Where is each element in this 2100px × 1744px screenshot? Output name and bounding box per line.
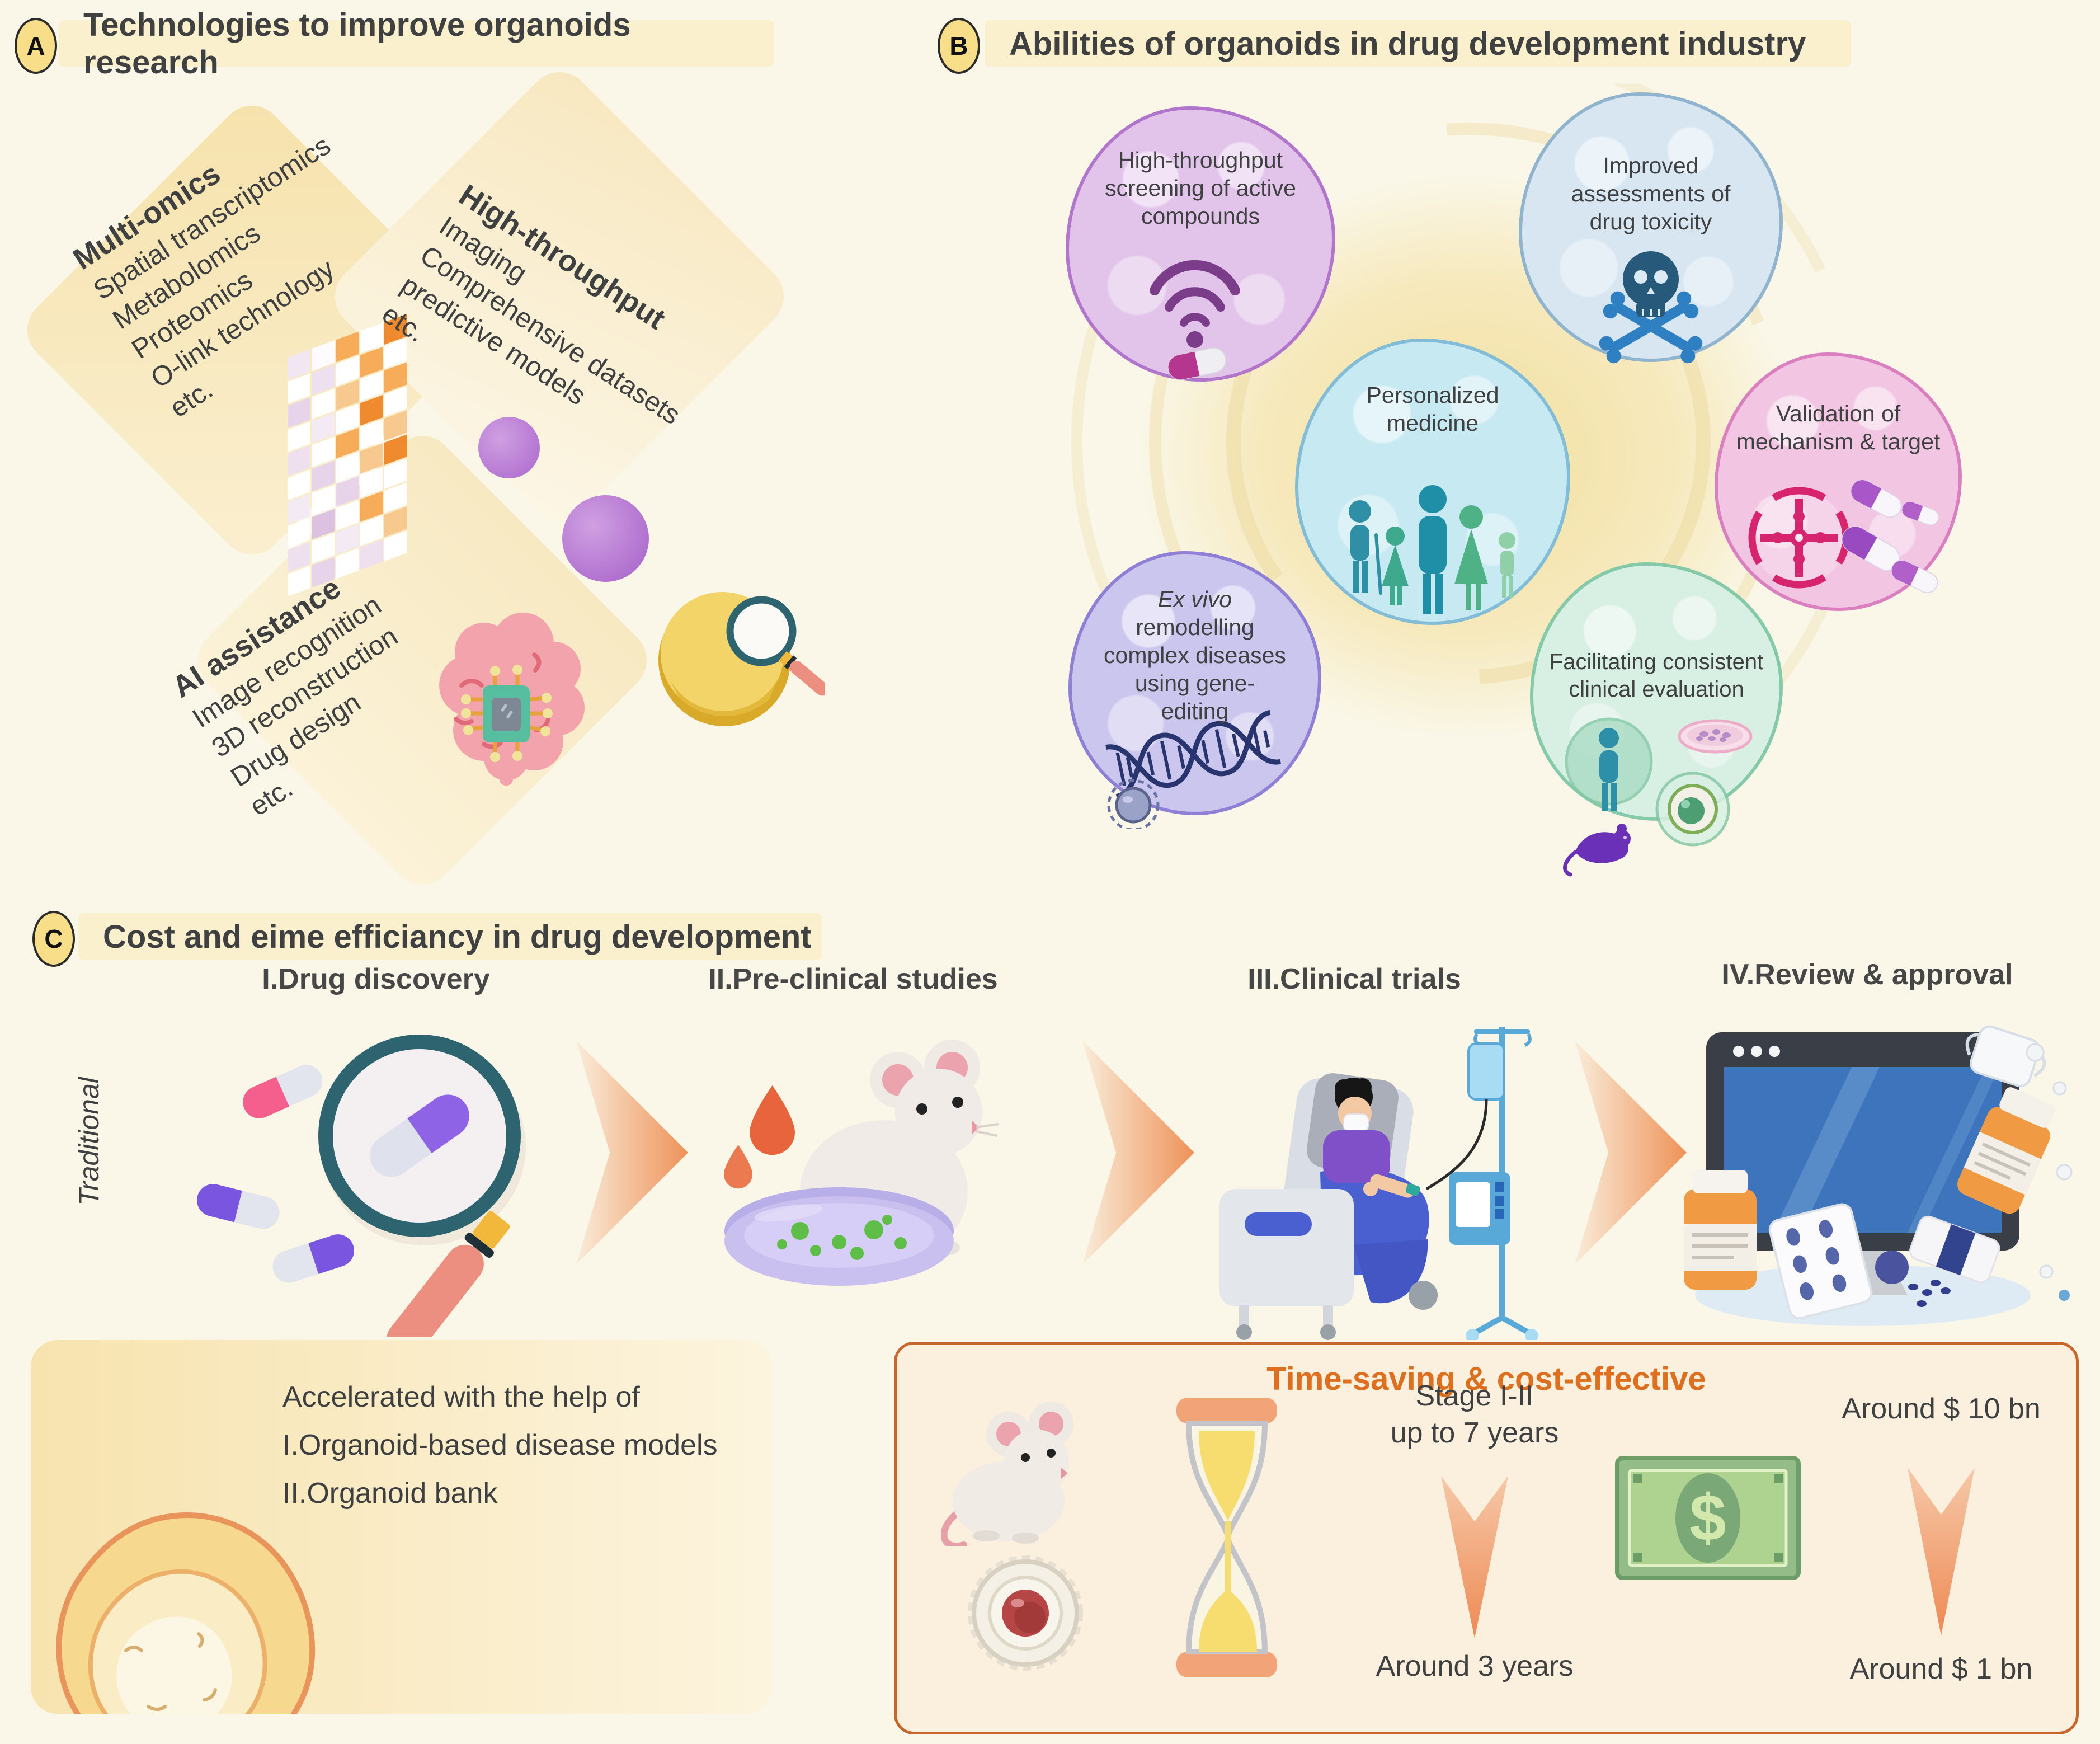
svg-text:$: $ <box>1689 1481 1726 1555</box>
accelerated-text: Accelerated with the help of I.Organoid-… <box>282 1374 718 1517</box>
panel-a-titlebar: Technologies to improve organoids resear… <box>59 7 774 81</box>
bubble-exvivo-label: Ex vivo remodelling complex diseases usi… <box>1103 585 1287 725</box>
time-before-line2: up to 7 years <box>1390 1417 1559 1449</box>
bubble-screening: High-throughput screening of active comp… <box>1066 106 1335 382</box>
magnifier-capsule-icon <box>197 1035 526 1337</box>
bubble-screening-label: High-throughput screening of active comp… <box>1105 147 1296 229</box>
panel-a-badge: A <box>15 18 57 74</box>
panel-b-badge: B <box>938 18 980 74</box>
bubble-clinical-label: Facilitating consistent clinical evaluat… <box>1549 650 1764 702</box>
organoid-sphere-icon <box>562 495 649 582</box>
stage-label-drug-discovery: I.Drug discovery <box>262 963 490 995</box>
organoid-sphere-icon <box>478 417 540 478</box>
organoid-blob-icon <box>56 1512 316 1714</box>
bubble-validation: Validation of mechanism & target <box>1715 352 1962 611</box>
bubble-clinical: Facilitating consistent clinical evaluat… <box>1530 562 1783 877</box>
stage-label-preclinical: II.Pre-clinical studies <box>708 963 998 995</box>
arrow-down-icon <box>1441 1476 1508 1638</box>
arrow-right-icon <box>576 1041 688 1264</box>
panel-c-badge: C <box>32 911 75 967</box>
accelerated-box: Accelerated with the help of I.Organoid-… <box>31 1340 772 1714</box>
arrow-right-icon <box>1575 1041 1687 1264</box>
panel-c-titlebar: Cost and eime efficiancy in drug develop… <box>78 913 822 960</box>
bubble-personalized: Personalized medicine <box>1295 339 1570 625</box>
stage-label-review-approval: IV.Review & approval <box>1721 958 2013 991</box>
savings-box: Time-saving & cost-effective <box>894 1342 2079 1734</box>
bubble-exvivo-italic: Ex vivo <box>1157 586 1232 612</box>
petri-mouse-icon <box>724 1040 999 1286</box>
monitor-pills-icon <box>1684 1025 2073 1326</box>
bubble-exvivo-rest: remodelling complex diseases using gene-… <box>1104 614 1286 725</box>
panel-b-titlebar: Abilities of organoids in drug developme… <box>985 20 1851 67</box>
stage-label-clinical-trials: III.Clinical trials <box>1247 963 1461 995</box>
hourglass-icon <box>1176 1398 1277 1677</box>
panel-b-title: Abilities of organoids in drug developme… <box>1009 25 1806 62</box>
panel-a-title: Technologies to improve organoids resear… <box>83 7 631 81</box>
accelerated-line: I.Organoid-based disease models <box>282 1428 718 1461</box>
organoid-magnifier-icon <box>658 592 825 726</box>
patient-iv-icon <box>1219 1027 1538 1340</box>
dollar-bill-icon: $ <box>1615 1456 1801 1580</box>
arrow-down-icon <box>1908 1468 1975 1635</box>
bubble-toxicity-label: Improved assessments of drug toxicity <box>1571 153 1731 235</box>
cost-after: Around $ 1 bn <box>1849 1653 2033 1685</box>
savings-title: Time-saving & cost-effective <box>1266 1361 1706 1397</box>
wifi-pill-icon <box>1150 260 1240 380</box>
cost-before: Around $ 10 bn <box>1842 1393 2041 1425</box>
panel-c-title: Cost and eime efficiancy in drug develop… <box>103 918 812 955</box>
traditional-row-label: Traditional <box>73 1077 105 1206</box>
bubble-toxicity: Improved assessments of drug toxicity <box>1519 92 1783 364</box>
bubble-personalized-label: Personalized medicine <box>1366 382 1499 436</box>
time-after: Around 3 years <box>1376 1650 1574 1682</box>
target-wheel-icon <box>1748 480 1939 594</box>
brain-chip-icon <box>439 613 585 786</box>
skull-crossbones-icon <box>1599 251 1703 364</box>
arrow-right-icon <box>1082 1041 1194 1264</box>
bubble-exvivo: Ex vivo remodelling complex diseases usi… <box>1068 551 1321 829</box>
accelerated-line: II.Organoid bank <box>282 1477 498 1510</box>
accelerated-line: Accelerated with the help of <box>282 1381 640 1413</box>
time-before-line1: Stage I-II <box>1415 1380 1534 1412</box>
family-icon <box>1349 485 1515 614</box>
mouse-icon <box>941 1402 1073 1546</box>
organoid-cell-icon <box>968 1555 1083 1671</box>
clinical-models-icon <box>1563 717 1753 877</box>
dna-cell-icon <box>1105 709 1282 829</box>
bubble-validation-label: Validation of mechanism & target <box>1736 401 1941 455</box>
